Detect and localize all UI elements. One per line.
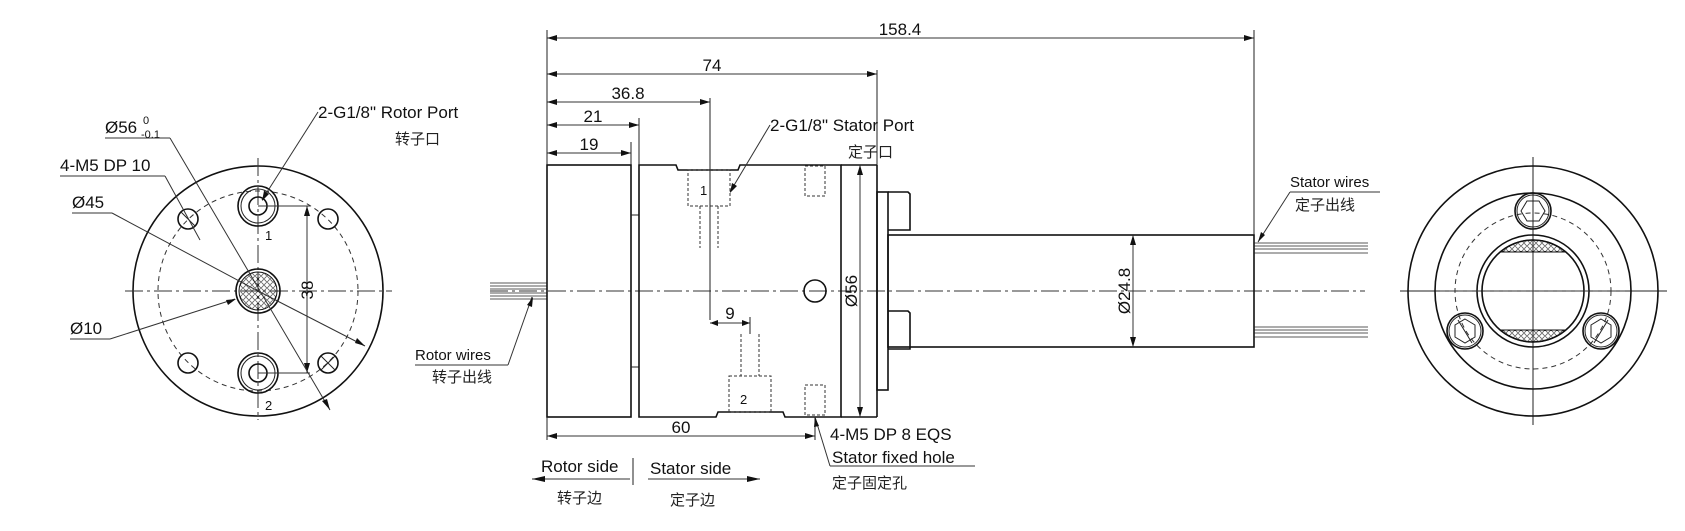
threaded-hole bbox=[804, 384, 826, 416]
mount-hole bbox=[177, 352, 199, 374]
dim-stator-hole-position: 60 bbox=[672, 418, 691, 437]
label-stator-port: 2-G1/8" Stator Port bbox=[770, 116, 914, 135]
label-pcd: Ø45 bbox=[72, 193, 104, 212]
dim-21: 21 bbox=[584, 107, 603, 126]
label-rotor-side-cn: 转子边 bbox=[557, 489, 602, 507]
mount-hole bbox=[177, 208, 199, 230]
label-rotor-wires: Rotor wires bbox=[415, 347, 491, 364]
label-outer-tol-lower: -0.1 bbox=[141, 129, 160, 141]
label-mount-holes: 4-M5 DP 10 bbox=[60, 156, 150, 175]
mount-hole bbox=[317, 208, 339, 230]
stator-port-2 bbox=[728, 334, 772, 413]
label-stator-wires-cn: 定子出线 bbox=[1295, 196, 1355, 214]
label-stator-port-cn: 定子口 bbox=[848, 143, 893, 161]
rotor-wires bbox=[490, 282, 547, 300]
dim-body-diameter: Ø56 bbox=[842, 275, 861, 307]
stator-port-number-2: 2 bbox=[740, 392, 747, 407]
dim-overall-length: 158.4 bbox=[879, 20, 922, 39]
label-rotor-port: 2-G1/8" Rotor Port bbox=[318, 103, 458, 122]
stator-port-number-1: 1 bbox=[700, 183, 707, 198]
label-bore: Ø10 bbox=[70, 319, 102, 338]
outer-flange-circle bbox=[1407, 165, 1659, 417]
right-end-view bbox=[1400, 157, 1667, 425]
label-outer-tol-upper: 0 bbox=[143, 115, 149, 127]
label-fixed-holes-cn: 定子固定孔 bbox=[832, 474, 907, 492]
label-fixed-holes: 4-M5 DP 8 EQS bbox=[830, 425, 952, 444]
left-end-view: 38 1 2 Ø56 0 -0.1 4-M5 DP 10 Ø45 Ø10 2-G… bbox=[60, 103, 458, 420]
hex-bolt-right bbox=[1582, 312, 1620, 350]
dim-port-spacing: 38 bbox=[298, 281, 317, 300]
port-number-2: 2 bbox=[265, 398, 272, 413]
side-hole bbox=[803, 279, 827, 303]
hex-bolt-left bbox=[1446, 312, 1484, 350]
port-number-1: 1 bbox=[265, 228, 272, 243]
label-rotor-wires-cn: 转子出线 bbox=[432, 368, 492, 386]
label-stator-side: Stator side bbox=[650, 459, 731, 478]
dim-port-offset: 9 bbox=[725, 304, 734, 323]
threaded-hole bbox=[804, 165, 826, 197]
wire-bundle-outer bbox=[235, 268, 281, 314]
wire-exit-bottom bbox=[1498, 329, 1568, 343]
label-rotor-port-cn: 转子口 bbox=[395, 130, 440, 148]
side-view: 1 2 158.4 74 36.8 21 bbox=[415, 20, 1380, 509]
hex-bolt-top bbox=[1514, 192, 1552, 230]
stator-wires bbox=[1254, 242, 1368, 338]
dim-tube-diameter: Ø24.8 bbox=[1115, 268, 1134, 314]
dim-port-position: 36.8 bbox=[611, 84, 644, 103]
dim-body-length: 74 bbox=[703, 56, 722, 75]
label-fixed-holes-desc: Stator fixed hole bbox=[832, 448, 955, 467]
dim-19: 19 bbox=[580, 135, 599, 154]
label-rotor-side: Rotor side bbox=[541, 457, 618, 476]
rotor-block bbox=[546, 164, 632, 418]
mount-hole bbox=[317, 352, 339, 374]
wire-exit-top bbox=[1498, 239, 1568, 253]
stator-tube bbox=[887, 234, 1255, 348]
label-stator-wires: Stator wires bbox=[1290, 174, 1369, 191]
stator-port-1 bbox=[687, 169, 731, 248]
label-stator-side-cn: 定子边 bbox=[670, 491, 715, 509]
label-outer-diameter: Ø56 bbox=[105, 118, 137, 137]
